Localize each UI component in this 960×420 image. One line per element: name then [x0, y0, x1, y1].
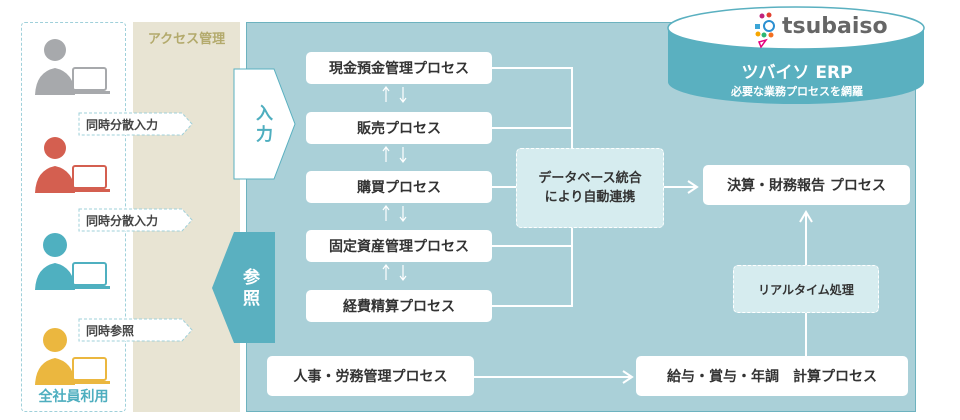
teal-user-icon — [35, 233, 110, 290]
tag-label: 同時分散入力 — [86, 213, 159, 228]
tsubaiso-logo-text: tsubaiso — [782, 14, 888, 39]
process-hr-labor: 人事・労務管理プロセス — [267, 356, 474, 396]
process-expenses: 経費精算プロセス — [306, 290, 492, 322]
concurrent-input-tag: 同時分散入力 — [78, 112, 194, 136]
user-icons — [35, 39, 110, 385]
all-employees-label: 全社員利用 — [38, 389, 109, 405]
realtime-processing-box: リアルタイム処理 — [733, 265, 879, 313]
database-line1: データベース統合 — [538, 171, 642, 186]
process-cash-deposit: 現金預金管理プロセス — [306, 52, 492, 84]
access-management-label: アクセス管理 — [147, 32, 226, 47]
erp-subtitle: 必要な業務プロセスを網羅 — [731, 85, 863, 98]
tag-label: 同時分散入力 — [86, 117, 159, 132]
tag-label: 同時参照 — [86, 323, 135, 338]
erp-title: ツバイソ ERP — [741, 63, 853, 83]
tsubaiso-logo-icon — [755, 12, 775, 49]
database-integration-box: データベース統合 により自動連携 — [516, 148, 664, 228]
manager-user-icon — [35, 39, 110, 95]
reference-arrow — [212, 232, 275, 343]
concurrent-input-tag: 同時分散入力 — [78, 208, 194, 232]
process-fixed-assets: 固定資産管理プロセス — [306, 230, 492, 262]
yellow-user-icon — [35, 328, 110, 385]
database-line2: により自動連携 — [544, 190, 636, 205]
input-arrow — [233, 68, 296, 180]
red-user-icon — [35, 137, 110, 193]
process-financial-reporting: 決算・財務報告 プロセス — [703, 165, 910, 205]
process-purchasing: 購買プロセス — [306, 171, 492, 203]
process-sales: 販売プロセス — [306, 112, 492, 144]
concurrent-reference-tag: 同時参照 — [78, 318, 194, 342]
erp-database-cylinder — [667, 6, 925, 104]
input-label: 入力 — [252, 104, 272, 146]
process-payroll: 給与・賞与・年調 計算プロセス — [636, 356, 908, 396]
reference-label: 参照 — [239, 268, 259, 310]
